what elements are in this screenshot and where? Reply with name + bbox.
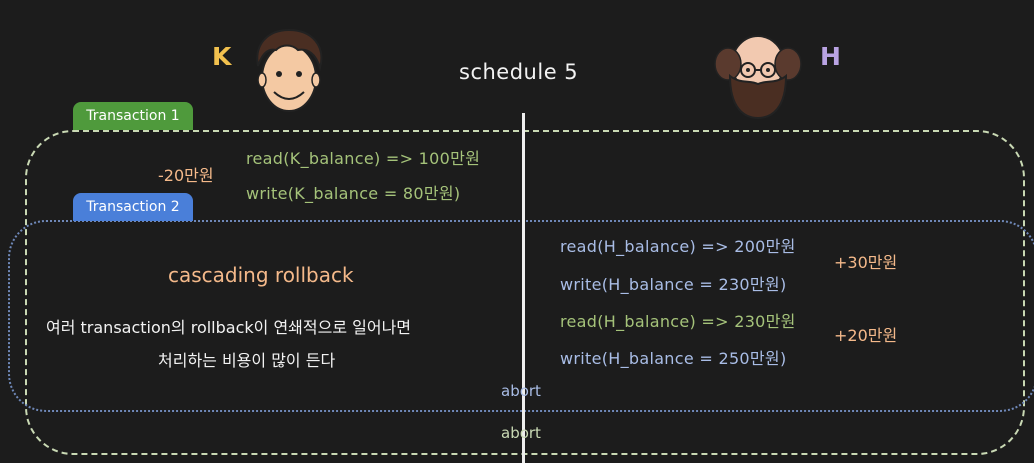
k-read-op: read(K_balance) => 100만원 bbox=[246, 149, 481, 168]
timeline-divider bbox=[522, 113, 525, 463]
transaction-2-box bbox=[8, 220, 1034, 412]
k-delta: -20만원 bbox=[158, 166, 214, 185]
h-character-face-icon bbox=[714, 35, 802, 120]
k-write-op: write(K_balance = 80만원) bbox=[246, 184, 461, 203]
schedule-title: schedule 5 bbox=[459, 60, 579, 84]
h-delta-2: +20만원 bbox=[834, 326, 898, 345]
h-label: H bbox=[820, 42, 841, 71]
transaction-1-box bbox=[25, 130, 1025, 455]
explanation-line-1: 여러 transaction의 rollback이 연쇄적으로 일어나면 bbox=[46, 318, 412, 337]
h-write-op-1: write(H_balance = 230만원) bbox=[560, 275, 787, 294]
abort-transaction-2: abort bbox=[501, 382, 541, 400]
cascading-rollback-title: cascading rollback bbox=[168, 263, 354, 287]
h-delta-1: +30만원 bbox=[834, 253, 898, 272]
abort-transaction-1: abort bbox=[501, 424, 541, 442]
transaction-2-tab: Transaction 2 bbox=[73, 193, 193, 221]
h-read-op-2: read(H_balance) => 230만원 bbox=[560, 312, 796, 331]
k-label: K bbox=[212, 42, 232, 71]
k-character-face-icon bbox=[256, 28, 323, 112]
h-read-op-1: read(H_balance) => 200만원 bbox=[560, 237, 796, 256]
transaction-1-tab: Transaction 1 bbox=[73, 102, 193, 130]
explanation-line-2: 처리하는 비용이 많이 든다 bbox=[158, 351, 336, 370]
h-write-op-2: write(H_balance = 250만원) bbox=[560, 349, 787, 368]
